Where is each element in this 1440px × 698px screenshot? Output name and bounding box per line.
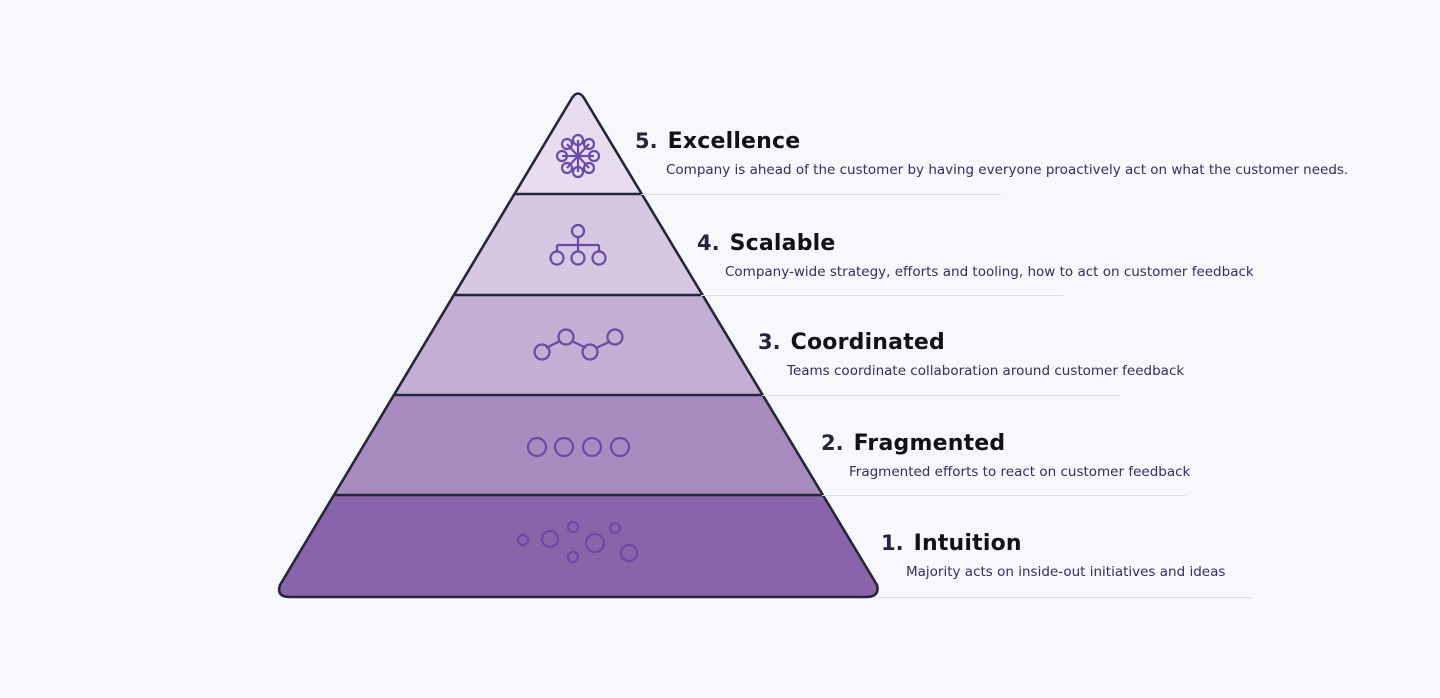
network-hub-icon [555, 133, 601, 179]
level-2-divider [822, 495, 1186, 496]
separate-circles-icon [526, 436, 631, 458]
level-3-divider [762, 395, 1120, 396]
level-1-number: 1. [881, 531, 904, 555]
level-3-title: Coordinated [790, 330, 945, 355]
level-5-number: 5. [635, 129, 658, 153]
level-3-description: Teams coordinate collaboration around cu… [787, 363, 1185, 379]
level-5-label: 5. Excellence Company is ahead of the cu… [635, 129, 1348, 178]
tier-1-fill [279, 495, 878, 597]
hierarchy-icon [549, 223, 607, 266]
level-1-divider [877, 597, 1252, 598]
level-2-title: Fragmented [853, 431, 1006, 456]
level-1-description: Majority acts on inside-out initiatives … [906, 564, 1226, 580]
level-4-title: Scalable [729, 231, 836, 256]
level-4-number: 4. [697, 231, 720, 255]
level-2-description: Fragmented efforts to react on customer … [849, 464, 1191, 480]
level-4-description: Company-wide strategy, efforts and tooli… [725, 264, 1254, 280]
scattered-circles-icon [516, 520, 639, 564]
level-1-label: 1. Intuition Majority acts on inside-out… [881, 531, 1225, 580]
level-3-label: 3. Coordinated Teams coordinate collabor… [758, 330, 1184, 379]
level-5-divider [641, 194, 1001, 195]
level-4-label: 4. Scalable Company-wide strategy, effor… [697, 231, 1254, 280]
level-5-description: Company is ahead of the customer by havi… [666, 162, 1349, 178]
level-2-label: 2. Fragmented Fragmented efforts to reac… [821, 431, 1190, 480]
level-1-title: Intuition [913, 531, 1022, 556]
pyramid-outline [277, 92, 879, 599]
connected-nodes-icon [533, 328, 624, 361]
level-3-number: 3. [758, 330, 781, 354]
level-2-number: 2. [821, 431, 844, 455]
tier-2-fill [334, 395, 822, 495]
level-4-divider [701, 295, 1063, 296]
level-5-title: Excellence [667, 129, 801, 154]
